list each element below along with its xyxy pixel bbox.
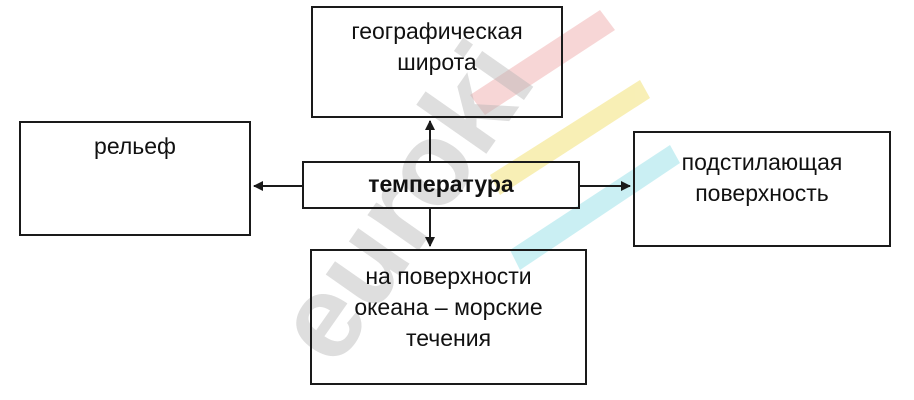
factor-box-relief: рельеф [19, 121, 251, 236]
factor-box-latitude: географическая широта [311, 6, 563, 118]
center-box-temperature: температура [302, 161, 580, 209]
center-label-temperature: температура [368, 171, 514, 197]
factor-box-underlying-surface: подстилающая поверхность [633, 131, 891, 247]
factor-label-latitude: географическая широта [351, 18, 523, 75]
factor-box-ocean-currents: на поверхности океана – морские течения [310, 249, 587, 385]
factor-label-relief: рельеф [94, 133, 176, 159]
factor-label-underlying-surface: подстилающая поверхность [681, 149, 843, 206]
factor-label-ocean-currents: на поверхности океана – морские течения [354, 263, 543, 351]
